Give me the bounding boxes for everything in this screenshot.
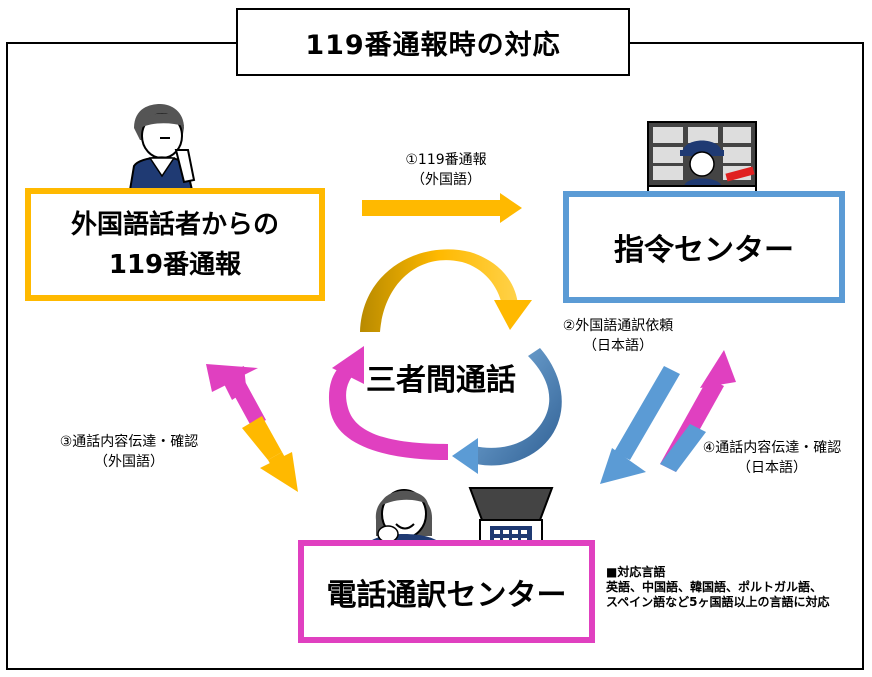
- caller-line1: 外国語話者からの: [70, 209, 279, 240]
- interpreter-person-icon: [366, 489, 442, 546]
- page-title: 119番通報時の対応: [236, 8, 630, 76]
- step2-label: ②外国語通訳依頼 （日本語）: [548, 316, 688, 356]
- foreign-caller-person-icon: [128, 104, 196, 191]
- step1-line1: ①119番通報: [405, 152, 487, 168]
- caller-line2: 119番通報: [108, 249, 242, 280]
- interpretation-center-box: 電話通訳センター: [298, 540, 595, 643]
- arrow-step1: [362, 193, 522, 223]
- step2-line1: ②外国語通訳依頼: [562, 318, 674, 334]
- three-party-call-label: 三者間通話: [366, 363, 516, 398]
- arrow-step3: [206, 364, 298, 492]
- arrow-step2: [600, 366, 680, 484]
- note-heading: ■対応言語: [606, 565, 666, 579]
- step1-line2: （外国語）: [411, 172, 481, 188]
- step3-line2: （外国語）: [94, 454, 164, 470]
- cycle-arrow-blue: [452, 348, 562, 474]
- step3-label: ③通話内容伝達・確認 （外国語）: [44, 432, 214, 472]
- interpretation-center-label: 電話通訳センター: [326, 577, 567, 613]
- note-line2: スペイン語など5ヶ国語以上の言語に対応: [606, 595, 830, 609]
- step3-line1: ③通話内容伝達・確認: [59, 434, 199, 450]
- step2-line2: （日本語）: [583, 338, 653, 354]
- note-line1: 英語、中国語、韓国語、ポルトガル語、: [606, 580, 823, 594]
- step1-label: ①119番通報 （外国語）: [376, 150, 516, 190]
- foreign-caller-box: 外国語話者からの 119番通報: [25, 188, 325, 301]
- step4-line1: ④通話内容伝達・確認: [702, 440, 842, 456]
- command-center-box: 指令センター: [563, 191, 845, 303]
- step4-label: ④通話内容伝達・確認 （日本語）: [686, 438, 858, 478]
- command-center-label: 指令センター: [614, 233, 794, 268]
- cycle-arrow-yellow: [360, 249, 532, 332]
- arrow-step4: [660, 350, 736, 472]
- step4-line2: （日本語）: [737, 460, 807, 476]
- cycle-arrow-magenta: [328, 346, 448, 460]
- supported-languages-note: ■対応言語 英語、中国語、韓国語、ポルトガル語、 スペイン語など5ヶ国語以上の言…: [606, 565, 862, 610]
